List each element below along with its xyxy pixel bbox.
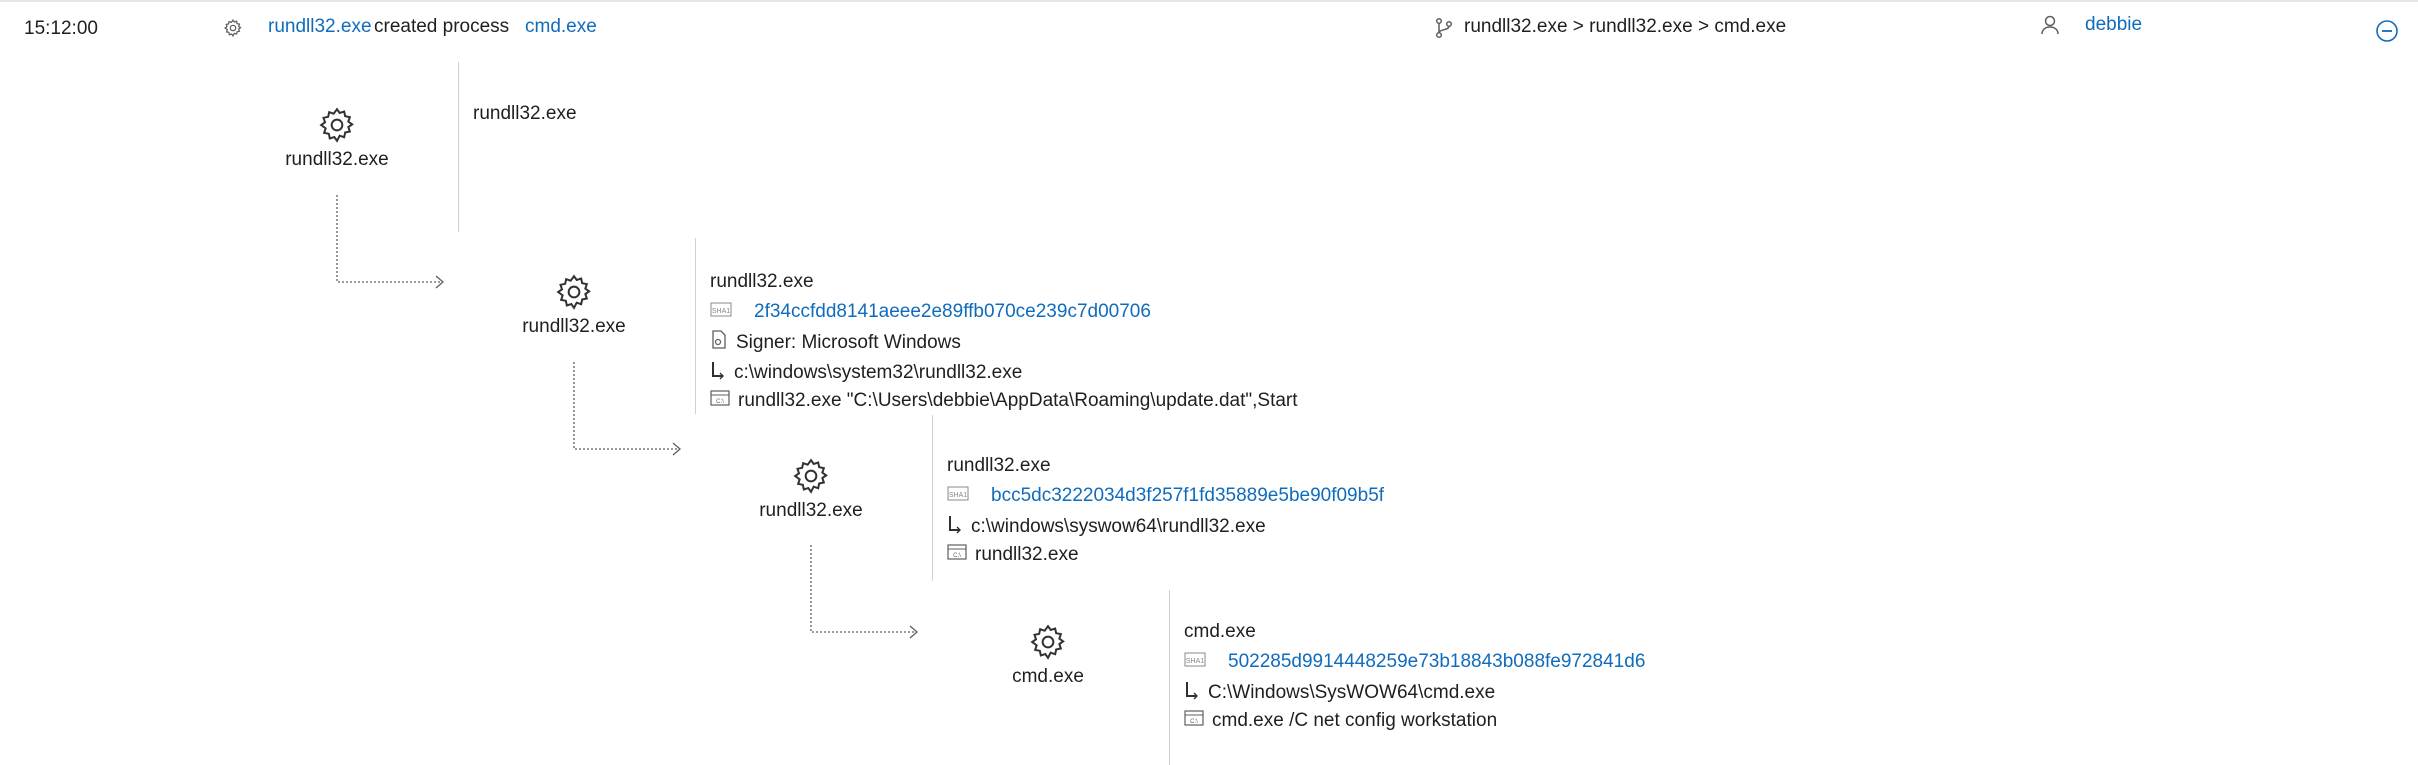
command-line: rundll32.exe (975, 544, 1079, 565)
process-node-root[interactable]: rundll32.exe (257, 105, 417, 171)
svg-text:C:\: C:\ (953, 553, 961, 559)
process-node-label: rundll32.exe (522, 316, 626, 337)
path-icon (710, 360, 734, 386)
detail-divider (932, 415, 933, 581)
person-icon (2040, 14, 2060, 41)
event-actor-link[interactable]: rundll32.exe (268, 16, 372, 37)
command-line: cmd.exe /C net config workstation (1212, 710, 1498, 731)
terminal-icon: C:\ (710, 389, 738, 413)
gear-icon (731, 456, 891, 496)
gear-icon (968, 622, 1128, 662)
process-node-label: cmd.exe (1012, 666, 1084, 687)
process-node-label: rundll32.exe (285, 149, 389, 170)
tree-connector (810, 545, 918, 639)
event-time: 15:12:00 (24, 18, 98, 39)
process-node-1[interactable]: rundll32.exe (494, 272, 654, 338)
tree-connector (573, 362, 681, 456)
branch-icon (1434, 17, 1454, 44)
file-path: c:\windows\syswow64\rundll32.exe (971, 516, 1266, 537)
sha1-icon: SHA1 (947, 484, 977, 508)
top-divider (0, 0, 2418, 2)
process-chain: rundll32.exe > rundll32.exe > cmd.exe (1464, 16, 1787, 37)
gear-icon (257, 105, 417, 145)
command-line: rundll32.exe "C:\Users\debbie\AppData\Ro… (738, 390, 1298, 411)
sha1-icon: SHA1 (710, 300, 740, 324)
svg-text:SHA1: SHA1 (712, 308, 730, 315)
process-node-label: rundll32.exe (759, 500, 863, 521)
process-node-2[interactable]: rundll32.exe (731, 456, 891, 522)
terminal-icon: C:\ (947, 543, 975, 567)
tree-connector (336, 195, 444, 289)
certificate-icon (710, 330, 736, 356)
terminal-icon: C:\ (1184, 709, 1212, 733)
signer-text: Signer: Microsoft Windows (736, 332, 961, 353)
process-node-3[interactable]: cmd.exe (968, 622, 1128, 688)
svg-text:C:\: C:\ (1190, 719, 1198, 725)
minus-circle-icon[interactable] (2375, 19, 2399, 48)
sha1-hash-link[interactable]: 2f34ccfdd8141aeee2e89ffb070ce239c7d00706 (754, 301, 1151, 322)
event-action: created process (374, 16, 510, 37)
detail-title: rundll32.exe (710, 271, 814, 292)
detail-divider (458, 62, 459, 232)
path-icon (947, 514, 971, 540)
file-path: C:\Windows\SysWOW64\cmd.exe (1208, 682, 1496, 703)
path-icon (1184, 680, 1208, 706)
sha1-hash-link[interactable]: 502285d9914448259e73b18843b088fe972841d6 (1228, 651, 1646, 672)
detail-title: cmd.exe (1184, 621, 1256, 642)
gear-icon (494, 272, 654, 312)
detail-title: rundll32.exe (473, 103, 577, 124)
file-path: c:\windows\system32\rundll32.exe (734, 362, 1023, 383)
gear-icon (223, 18, 243, 43)
svg-text:SHA1: SHA1 (949, 492, 967, 499)
sha1-hash-link[interactable]: bcc5dc3222034d3f257f1fd35889e5be90f09b5f (991, 485, 1385, 506)
user-link[interactable]: debbie (2085, 14, 2143, 35)
svg-text:SHA1: SHA1 (1186, 658, 1204, 665)
svg-text:C:\: C:\ (716, 399, 724, 405)
sha1-icon: SHA1 (1184, 650, 1214, 674)
detail-divider (695, 238, 696, 414)
detail-title: rundll32.exe (947, 455, 1051, 476)
detail-divider (1169, 590, 1170, 765)
event-target-link[interactable]: cmd.exe (525, 16, 597, 37)
